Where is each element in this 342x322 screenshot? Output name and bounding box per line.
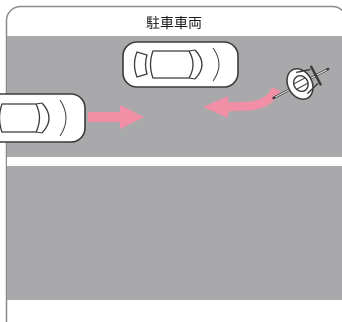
car-direction-arrow-icon: [88, 105, 144, 129]
lane-divider: [7, 157, 342, 166]
bicycle-direction-arrow-icon: [203, 87, 281, 118]
parked-vehicle-label: 駐車車両: [146, 15, 202, 32]
parked-car-icon: [122, 41, 239, 88]
bicycle-rider-icon: [272, 65, 330, 100]
lower-lane: [7, 166, 342, 300]
moving-car-icon: [0, 93, 86, 143]
